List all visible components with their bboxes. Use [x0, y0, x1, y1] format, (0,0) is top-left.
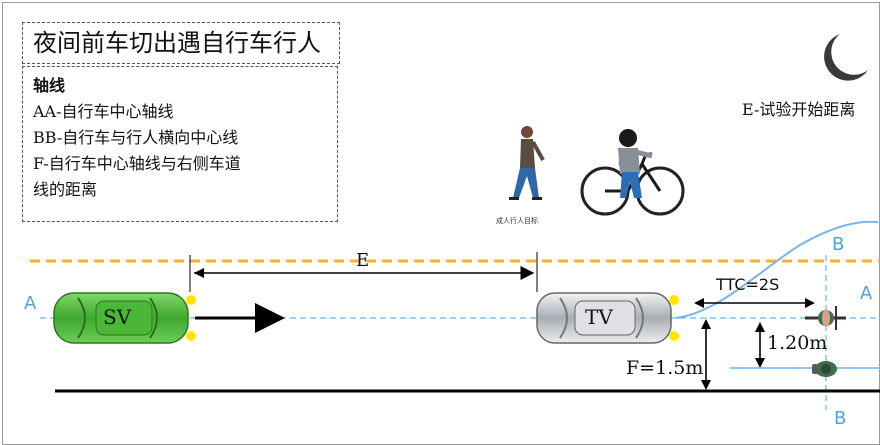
- tv-car: [536, 292, 672, 344]
- ttc-arrow: [694, 298, 815, 308]
- axis-b-bottom-label: B: [834, 408, 847, 429]
- page-title: 夜间前车切出遇自行车行人: [22, 22, 340, 64]
- f-dimension: [701, 319, 711, 390]
- legend-line: BB-自行车与行人横向中心线: [33, 128, 239, 147]
- legend-line: 线的距离: [33, 180, 98, 199]
- pedestrian-topview-icon: [812, 361, 837, 377]
- bicycle-topview-icon: [805, 306, 846, 330]
- axis-b-top-label: B: [832, 234, 845, 255]
- axis-legend: 轴线 AA-自行车中心轴线 BB-自行车与行人横向中心线 F-自行车中心轴线与右…: [22, 66, 338, 222]
- sv-headlights: [186, 295, 196, 341]
- axis-a-right-label: A: [860, 283, 873, 304]
- f-label: F=1.5m: [626, 357, 704, 379]
- legend-heading: 轴线: [33, 76, 66, 95]
- e-label: E: [356, 250, 370, 271]
- tv-label: TV: [585, 305, 613, 329]
- sv-car: [53, 292, 189, 344]
- legend-line: AA-自行车中心轴线: [33, 102, 174, 121]
- cyclist-icon: [580, 129, 685, 216]
- moon-icon: [824, 34, 868, 81]
- ttc-label: TTC=2S: [716, 275, 780, 294]
- lateral-label: 1.20m: [767, 332, 828, 354]
- e-note: E-试验开始距离: [742, 100, 856, 119]
- pedestrian-icon: [509, 126, 545, 200]
- axis-a-left-label: A: [24, 293, 37, 314]
- sv-label: SV: [103, 305, 132, 329]
- tv-headlights: [669, 295, 679, 341]
- pedestrian-caption: 成人行人目标: [496, 217, 538, 225]
- legend-line: F-自行车中心轴线与右侧车道: [33, 154, 241, 173]
- tv-trajectory: [675, 220, 879, 319]
- lateral-dimension: [755, 322, 765, 368]
